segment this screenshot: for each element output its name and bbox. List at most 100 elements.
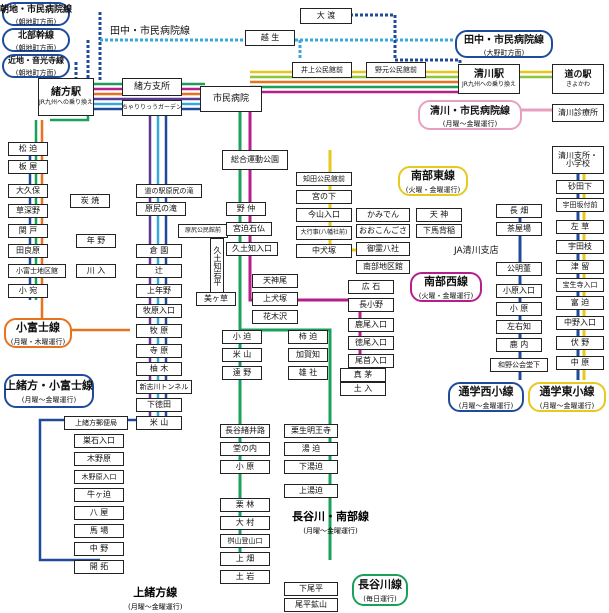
station-br-3[interactable]: 上湯迫 xyxy=(284,484,338,498)
station-kiyokawa-shisho[interactable]: 清川支所・ 小学校 xyxy=(552,146,604,174)
station-ogata-bottom-3[interactable]: 牛ヶ迫 xyxy=(74,488,124,502)
station-col2-0[interactable]: 道の駅原尻の滝 xyxy=(136,184,202,198)
station-te-5[interactable]: 宝生寺入口 xyxy=(556,278,604,292)
station-br-2[interactable]: 下湯迫 xyxy=(284,460,338,474)
station-ogata-bottom-6[interactable]: 中 野 xyxy=(74,542,124,556)
station-green-0[interactable]: 野 仲 xyxy=(226,202,266,216)
station-shimin-byoin[interactable]: 市民病院 xyxy=(200,86,262,112)
station-bg-5[interactable]: 桝山登山口 xyxy=(220,534,270,548)
station-bg-4[interactable]: 大 村 xyxy=(220,516,270,530)
station-col2-7[interactable]: 寺 原 xyxy=(136,344,182,358)
station-te-0[interactable]: 砂田下 xyxy=(556,180,604,194)
station-cr-2[interactable]: 雄 社 xyxy=(288,366,328,380)
station-nw-3[interactable]: 徳尾入口 xyxy=(348,336,394,350)
station-left-3[interactable]: 草深野 xyxy=(8,204,48,218)
station-ne-1[interactable]: 下馬背稲 xyxy=(416,224,462,238)
station-tw-2[interactable]: 公明董 xyxy=(496,262,542,276)
station-green-1[interactable]: 宮迫石仏 xyxy=(226,222,272,236)
station-left-4[interactable]: 関 戸 xyxy=(8,224,48,238)
station-misc-0[interactable]: 美ヶ草 xyxy=(196,292,236,306)
station-col2-5[interactable]: 牧原入口 xyxy=(136,304,182,318)
station-ogata-bottom-7[interactable]: 開 拓 xyxy=(74,560,124,574)
station-ootaki[interactable]: 大 渡 xyxy=(300,8,352,24)
station-nw-4[interactable]: 尾首入口 xyxy=(348,354,394,368)
station-green-3[interactable]: 久土知岩平 xyxy=(210,238,224,294)
station-col2x-0[interactable]: 原尻公民館前 xyxy=(178,224,228,238)
station-col2-10[interactable]: 下徳田 xyxy=(136,398,182,412)
station-left-0[interactable]: 松 迫 xyxy=(8,142,48,156)
station-green-2[interactable]: 久土知入口 xyxy=(226,242,278,256)
station-misc-2[interactable]: 上犬塚 xyxy=(252,292,298,306)
station-chari-garden[interactable]: ちゃりりっうガーデン xyxy=(122,100,182,116)
station-nw-6[interactable]: 土 入 xyxy=(340,382,386,396)
station-bg-3[interactable]: 栗 林 xyxy=(220,498,270,512)
station-bg-6[interactable]: 上 畑 xyxy=(220,552,270,566)
station-left-2[interactable]: 大久保 xyxy=(8,184,48,198)
station-y-0[interactable]: 知田公民館前 xyxy=(296,172,352,186)
station-left-1[interactable]: 板 屋 xyxy=(8,160,48,174)
station-nw-2[interactable]: 鹿尾入口 xyxy=(348,318,394,332)
station-bg-1[interactable]: 堂の内 xyxy=(220,442,270,456)
station-ogata[interactable]: 緒方駅 JR九州への乗り換え xyxy=(38,78,94,116)
station-y-3[interactable]: 大行事(八幡社前) xyxy=(296,226,352,240)
station-te-8[interactable]: 伏 野 xyxy=(556,336,604,350)
station-bg-2[interactable]: 小 原 xyxy=(220,460,270,474)
station-ne-0[interactable]: 天 神 xyxy=(416,208,462,222)
station-bg-7[interactable]: 土 岩 xyxy=(220,570,270,584)
station-branch-2[interactable]: 川 入 xyxy=(76,264,116,278)
station-tw-0[interactable]: 長 畑 xyxy=(496,204,542,218)
station-misc-3[interactable]: 花木沢 xyxy=(252,310,298,324)
station-tw-4[interactable]: 小 原 xyxy=(496,302,542,316)
station-cr-1[interactable]: 加賀知 xyxy=(288,348,328,362)
station-col2-8[interactable]: 柚 木 xyxy=(136,362,182,376)
station-nw-0[interactable]: 広 石 xyxy=(348,280,394,294)
station-left-7[interactable]: 小 宛 xyxy=(8,284,48,298)
station-branch-0[interactable]: 炭 焼 xyxy=(70,194,110,208)
station-sogo-undo[interactable]: 総合運動公園 xyxy=(222,150,288,170)
station-col2-11[interactable]: 米 山 xyxy=(136,416,182,430)
station-col2-6[interactable]: 牧 原 xyxy=(136,324,182,338)
station-y-4[interactable]: 中犬塚 xyxy=(296,244,352,258)
station-te-2[interactable]: 左 草 xyxy=(556,220,604,234)
station-left-6[interactable]: 小富士地区館 xyxy=(8,264,66,278)
station-branch-1[interactable]: 年 野 xyxy=(76,234,116,248)
station-col2x-2[interactable]: 上緒方郵便局 xyxy=(64,416,128,430)
station-cl-0[interactable]: 小 迫 xyxy=(222,330,262,344)
station-c2-0[interactable]: かみでん xyxy=(356,208,410,222)
station-tw-1[interactable]: 茶屋場 xyxy=(496,222,542,236)
station-ogata-bottom-2[interactable]: 木野原入口 xyxy=(74,470,124,484)
station-col2-9[interactable]: 新志川トンネル xyxy=(136,380,192,394)
station-nomoto-koumin[interactable]: 野元公民館前 xyxy=(366,62,426,78)
station-te-9[interactable]: 中 原 xyxy=(556,356,604,370)
station-te-4[interactable]: 津 留 xyxy=(556,260,604,274)
station-br-5[interactable]: 尾平鉱山 xyxy=(284,598,338,612)
station-te-3[interactable]: 宇田枝 xyxy=(556,240,604,254)
station-izue-koumin[interactable]: 井上公民館前 xyxy=(292,62,352,78)
station-br-4[interactable]: 下尾平 xyxy=(284,582,338,596)
station-misc-1[interactable]: 天神尾 xyxy=(252,274,298,288)
station-c2-1[interactable]: おおこんごさ xyxy=(356,224,410,238)
station-nw-5[interactable]: 真 茅 xyxy=(340,368,386,382)
station-nw-1[interactable]: 長小野 xyxy=(348,298,394,312)
station-col2-1[interactable]: 原尻の滝 xyxy=(136,202,186,216)
station-tw-7[interactable]: 和野公会堂下 xyxy=(490,358,548,372)
station-koshio[interactable]: 越 生 xyxy=(245,30,295,46)
station-c2-2[interactable]: 御霊八社 xyxy=(356,242,410,256)
station-br-0[interactable]: 栗生明王寺 xyxy=(284,424,338,438)
station-michinoeki[interactable]: 道の駅 きよかわ xyxy=(552,64,604,94)
station-tw-6[interactable]: 鹿 内 xyxy=(496,338,542,352)
station-te-7[interactable]: 中野入口 xyxy=(556,316,604,330)
station-ogata-bottom-0[interactable]: 巣石入口 xyxy=(74,434,124,448)
station-cl-1[interactable]: 米 山 xyxy=(222,348,262,362)
station-left-5[interactable]: 田良原 xyxy=(8,244,48,258)
station-col2-4[interactable]: 上年野 xyxy=(136,284,182,298)
station-tw-3[interactable]: 小原入口 xyxy=(496,284,542,298)
station-ogata-bottom-4[interactable]: 八 屋 xyxy=(74,506,124,520)
station-ogata-shisho[interactable]: 緒方支所 xyxy=(122,78,182,96)
station-y-1[interactable]: 宮の下 xyxy=(296,190,352,204)
station-cl-2[interactable]: 遠 野 xyxy=(222,366,262,380)
station-ogata-bottom-1[interactable]: 木野原 xyxy=(74,452,124,466)
station-col2-3[interactable]: 辻 xyxy=(136,264,182,278)
station-te-1[interactable]: 宇田坂付前 xyxy=(556,198,604,212)
station-c2-3[interactable]: 南部地区館 xyxy=(356,260,410,274)
